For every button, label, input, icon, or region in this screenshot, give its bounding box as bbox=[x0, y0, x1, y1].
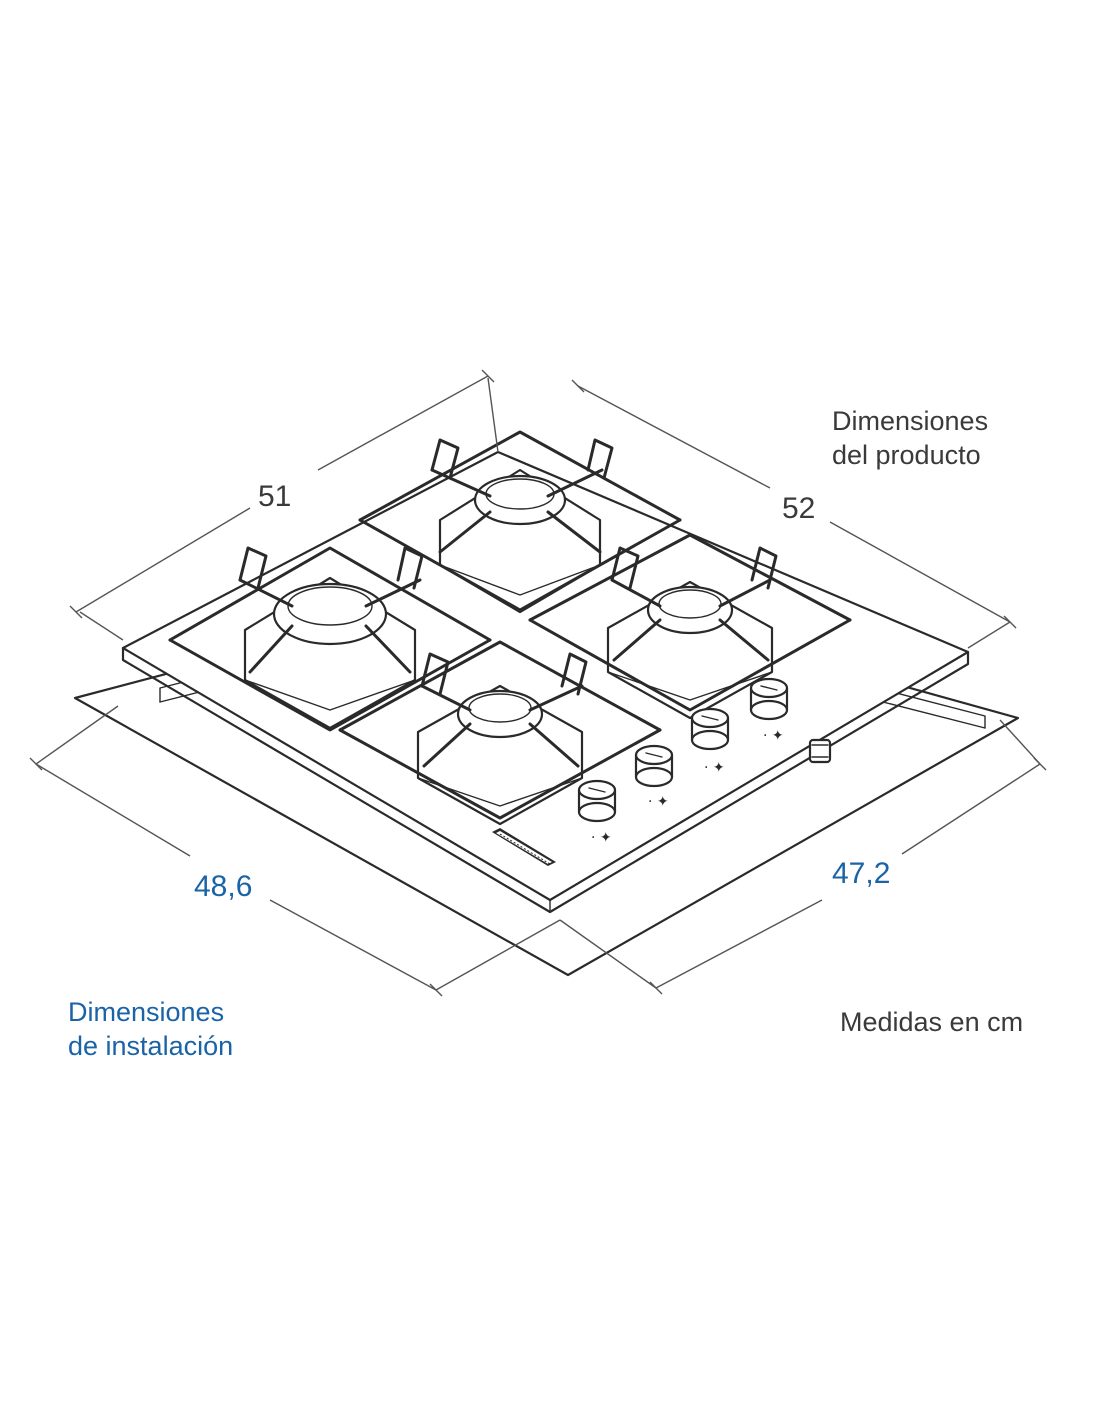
brand-logo bbox=[492, 828, 556, 866]
svg-text:· ✦: · ✦ bbox=[704, 760, 725, 776]
burner-back bbox=[358, 430, 682, 614]
burner-right bbox=[528, 533, 852, 720]
product-title-line2: del producto bbox=[832, 439, 981, 470]
install-dimensions-title: Dimensiones de instalación bbox=[68, 996, 233, 1064]
dimension-install-width: 48,6 bbox=[194, 870, 253, 903]
dimension-install-depth: 47,2 bbox=[832, 857, 891, 890]
install-title-line2: de instalación bbox=[68, 1030, 234, 1061]
burner-front bbox=[338, 640, 662, 826]
dimension-line-product-width bbox=[69, 369, 499, 641]
control-knob-4: · ✦ bbox=[749, 677, 789, 744]
svg-text:· ✦: · ✦ bbox=[763, 728, 784, 744]
dimension-line-product-depth bbox=[571, 379, 1017, 649]
install-title-line1: Dimensiones bbox=[68, 997, 225, 1027]
control-knob-1: · ✦ bbox=[577, 779, 617, 846]
product-dimensions-title: Dimensiones del producto bbox=[832, 405, 988, 473]
dimension-product-width: 51 bbox=[258, 480, 292, 513]
dimension-line-install-depth bbox=[559, 719, 1047, 995]
units-note: Medidas en cm bbox=[840, 1007, 1024, 1037]
gas-inlet-connector bbox=[808, 738, 832, 764]
dimension-product-depth: 52 bbox=[782, 492, 816, 525]
control-knob-3: · ✦ bbox=[690, 707, 730, 776]
svg-text:· ✦: · ✦ bbox=[591, 830, 612, 846]
svg-text:· ✦: · ✦ bbox=[648, 794, 669, 810]
burner-left bbox=[168, 546, 492, 732]
control-knob-2: · ✦ bbox=[634, 744, 674, 810]
dimension-line-install-width bbox=[29, 705, 561, 997]
product-title-line1: Dimensiones bbox=[832, 406, 989, 436]
